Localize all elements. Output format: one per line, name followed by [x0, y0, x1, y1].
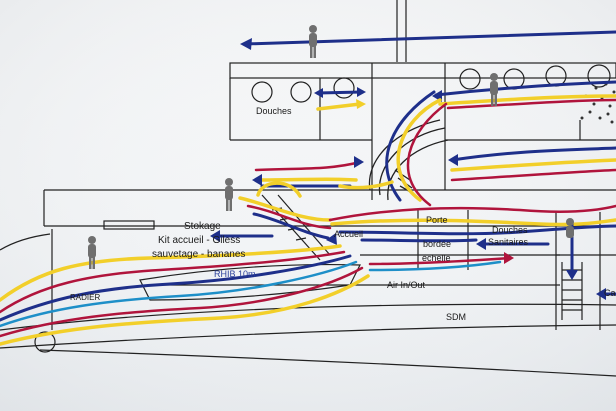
- label-accueil: Accueil: [334, 229, 364, 239]
- person-figure: [490, 73, 498, 106]
- label-stokage: Stokage: [184, 221, 221, 232]
- label-sauvetage: sauvetage - bananes: [152, 249, 246, 260]
- label-porte: Porte: [426, 215, 448, 225]
- person-figure: [88, 236, 96, 269]
- label-radier: RADIER: [70, 293, 101, 302]
- person-figure: [225, 178, 233, 211]
- label-rhib: RHIB 10m: [214, 269, 256, 279]
- label-douches: Douches: [492, 225, 528, 235]
- people-figures: [88, 25, 574, 269]
- arrowhead-left: [240, 38, 252, 50]
- label-echelle: échelle: [422, 253, 451, 263]
- label-douches-top: Douches: [256, 106, 292, 116]
- label-kit-accueil: Kit accueil - Giless: [158, 235, 241, 246]
- label-air-in-out: Air In/Out: [387, 280, 426, 290]
- route-blue-top: [243, 30, 616, 46]
- label-sdm: SDM: [446, 312, 466, 322]
- label-ca: Ca: [604, 288, 616, 298]
- label-sanitaires: Sanitaires: [488, 237, 529, 247]
- label-bordee: bordée: [423, 239, 452, 249]
- person-figure: [309, 25, 317, 58]
- person-figure: [566, 218, 574, 238]
- routes: [0, 30, 616, 346]
